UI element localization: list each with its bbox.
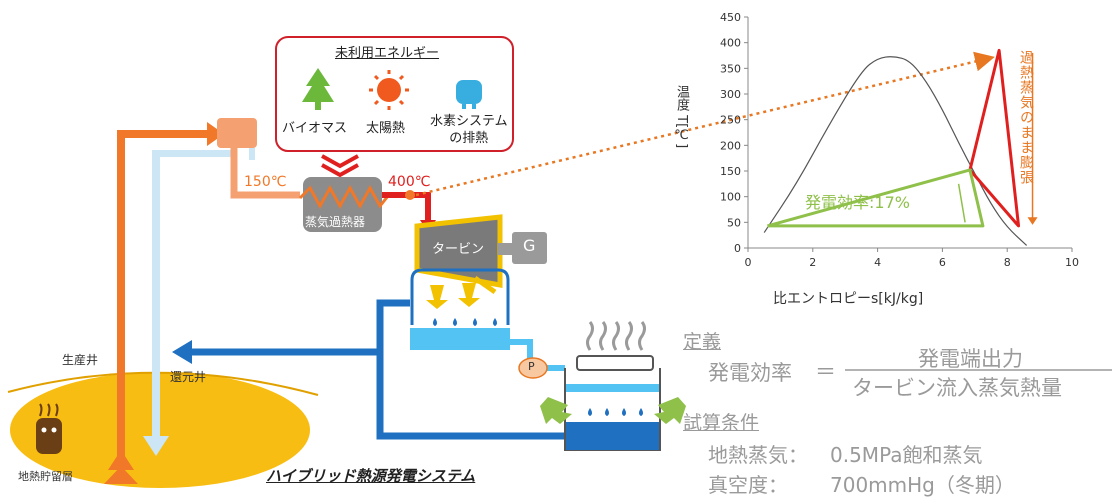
turbine [414, 214, 547, 288]
y-tick-label: 200 [720, 139, 741, 152]
pump-label: P [528, 360, 535, 373]
y-tick-label: 100 [720, 191, 741, 204]
reinjection-well-pipe [143, 150, 235, 456]
y-tick-label: 300 [720, 88, 741, 101]
series-saturated [767, 168, 985, 228]
condition-row1-key: 地熱蒸気： [708, 443, 808, 467]
cooling-tower [540, 321, 686, 451]
energy-item-hydrogen: 水素システム の排熱 [430, 114, 508, 146]
y-tick-label: 350 [720, 62, 741, 75]
reservoir-character-icon [36, 403, 62, 454]
definition-lhs: 発電効率 [708, 361, 792, 385]
steam-pipe-150 [230, 148, 300, 199]
exhaust-arrows [426, 283, 480, 309]
definition-equals: ＝ [815, 360, 836, 384]
return-arrow [172, 340, 192, 364]
superheated-expansion-annotation: 過熱蒸気のまま膨張 [1018, 50, 1034, 185]
reinjection-well-label: 還元井 [170, 370, 207, 384]
steam-separator [217, 118, 257, 148]
turbine-label: タービン [432, 242, 485, 257]
chart-xlabel: 比エントロピーs[kJ/kg] [773, 291, 924, 307]
y-tick-label: 450 [720, 11, 741, 24]
generator-label: G [523, 236, 536, 255]
energy-item-biomass: バイオマス [282, 121, 348, 136]
x-tick-label: 4 [874, 256, 881, 269]
production-well-label: 生産井 [62, 353, 99, 367]
definition-heading: 定義 [683, 331, 722, 353]
temp-in-label: 150℃ [244, 174, 287, 190]
y-tick-label: 50 [727, 216, 741, 229]
superheater-label: 蒸気過熱器 [305, 215, 366, 229]
expansion-arrowhead [1027, 217, 1038, 225]
x-tick-label: 10 [1065, 256, 1079, 269]
tree-icon [302, 68, 334, 110]
x-tick-label: 8 [1004, 256, 1011, 269]
x-tick-label: 6 [939, 256, 946, 269]
conditions-heading: 試算条件 [683, 412, 760, 434]
heat-transfer-chevrons [321, 154, 359, 178]
series-superheated [968, 48, 1021, 228]
reservoir-label: 地熱貯留層 [18, 470, 73, 483]
y-tick-label: 150 [720, 165, 741, 178]
chart-link-arrow [415, 51, 995, 197]
y-tick-label: 250 [720, 114, 741, 127]
sun-icon [369, 70, 409, 110]
efficiency-arrow [957, 183, 966, 223]
temp-out-label: 400℃ [388, 174, 431, 190]
hydrogen-system-icon [456, 80, 482, 109]
ground-line [7, 371, 319, 396]
cooling-water-loop [185, 299, 565, 440]
unused-energy-title: 未利用エネルギー [335, 46, 440, 61]
condition-row2-key: 真空度： [708, 473, 788, 497]
definition-numerator: 発電端出力 [918, 347, 1023, 371]
steam-pipe-400 [382, 192, 431, 222]
condition-row2-value: 700mmHg（冬期） [830, 473, 1015, 497]
y-tick-label: 400 [720, 37, 741, 50]
x-tick-label: 0 [745, 256, 752, 269]
efficiency-annotation: 発電効率:17% [805, 193, 910, 212]
pump [518, 357, 548, 379]
definition-denominator: タービン流入蒸気熱量 [852, 376, 1062, 400]
x-tick-label: 2 [809, 256, 816, 269]
production-well-pipe [104, 122, 224, 484]
system-title: ハイブリッド熱源発電システム [266, 467, 476, 485]
chart-ylabel: 温度 T[℃] [674, 85, 689, 149]
y-tick-label: 0 [734, 242, 741, 255]
energy-item-solar: 太陽熱 [366, 121, 406, 136]
condition-row1-value: 0.5MPa飽和蒸気 [830, 443, 983, 467]
series-dome [763, 56, 1028, 246]
condenser [410, 268, 510, 350]
